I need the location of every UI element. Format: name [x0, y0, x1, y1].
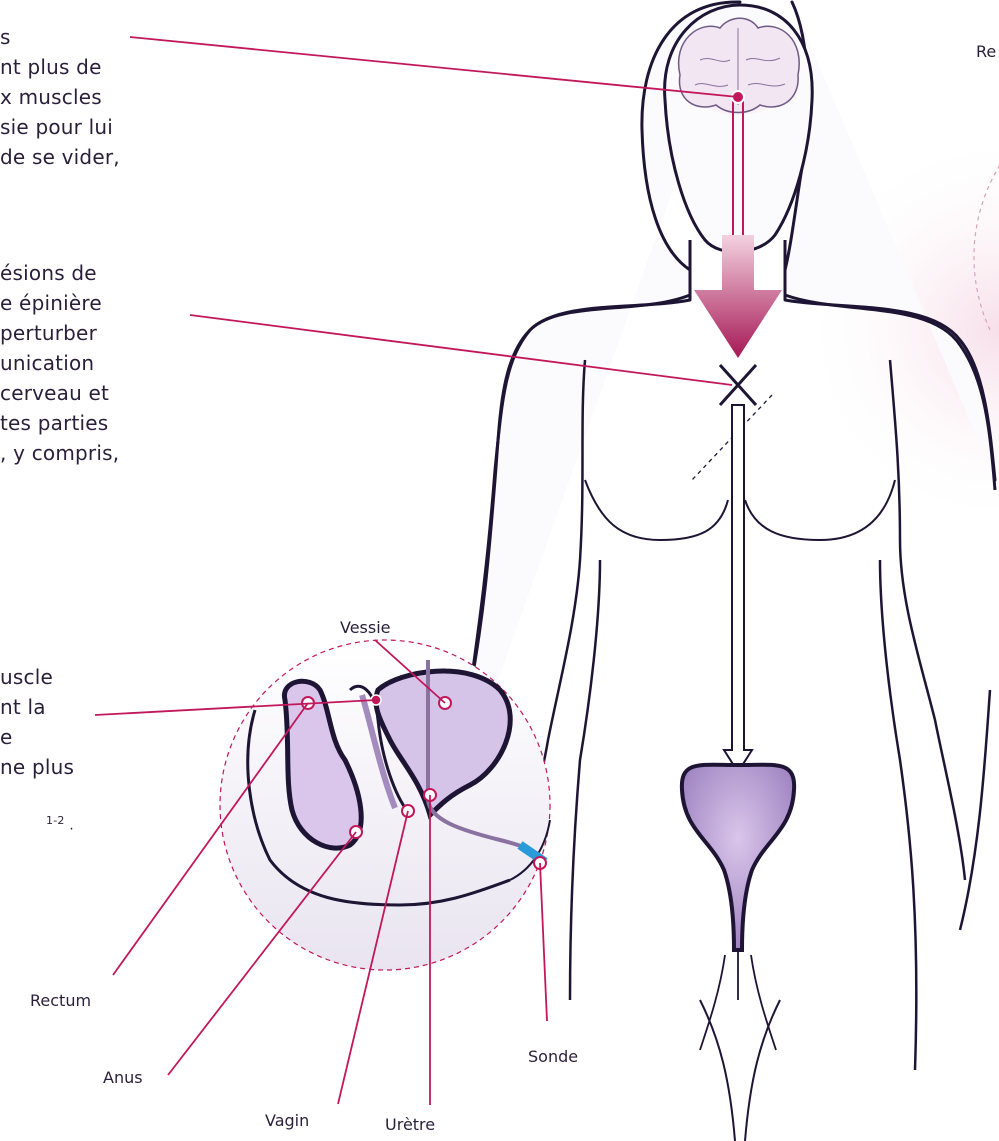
label-anus: Anus: [103, 1068, 143, 1087]
text-line: perturber: [0, 318, 119, 348]
text-line: ne plus: [0, 752, 74, 782]
text-line: s: [0, 22, 120, 52]
text-line: unication: [0, 348, 119, 378]
text-line: sie pour lui: [0, 112, 120, 142]
text-line: x muscles: [0, 82, 120, 112]
reference-sup: 1-2: [46, 814, 65, 827]
period: .: [69, 818, 74, 834]
label-rectum: Rectum: [30, 991, 91, 1010]
hollow-arrow: [724, 405, 752, 772]
text-line: tes parties: [0, 408, 119, 438]
label-vessie: Vessie: [340, 618, 391, 637]
text-line: uscle: [0, 662, 74, 692]
reference-line: 1-2 .: [46, 806, 74, 841]
text-line: nt la: [0, 692, 74, 722]
text-line: ésions de: [0, 258, 119, 288]
label-uretre: Urètre: [385, 1115, 435, 1134]
waist-right: [880, 560, 916, 1070]
signal-arrow: [694, 235, 782, 358]
text-block-2: ésions de e épinière perturber unication…: [0, 258, 119, 468]
text-line: nt plus de: [0, 52, 120, 82]
text-line: cerveau et: [0, 378, 119, 408]
label-vagin: Vagin: [265, 1111, 309, 1130]
text-line: , y compris,: [0, 438, 119, 468]
waist-left: [570, 560, 600, 1000]
label-top-right: Re: [976, 42, 996, 61]
text-block-1: s nt plus de x muscles sie pour lui de s…: [0, 22, 120, 172]
text-line: de se vider,: [0, 142, 120, 172]
body-bladder: [682, 765, 794, 950]
left-torso: [585, 480, 728, 540]
label-sonde: Sonde: [528, 1047, 578, 1066]
text-block-3: uscle nt la e ne plus: [0, 662, 74, 782]
text-line: e épinière: [0, 288, 119, 318]
text-line: e: [0, 722, 74, 752]
right-lower: [960, 690, 990, 930]
leg-line: [700, 1000, 780, 1141]
right-torso: [745, 480, 895, 540]
